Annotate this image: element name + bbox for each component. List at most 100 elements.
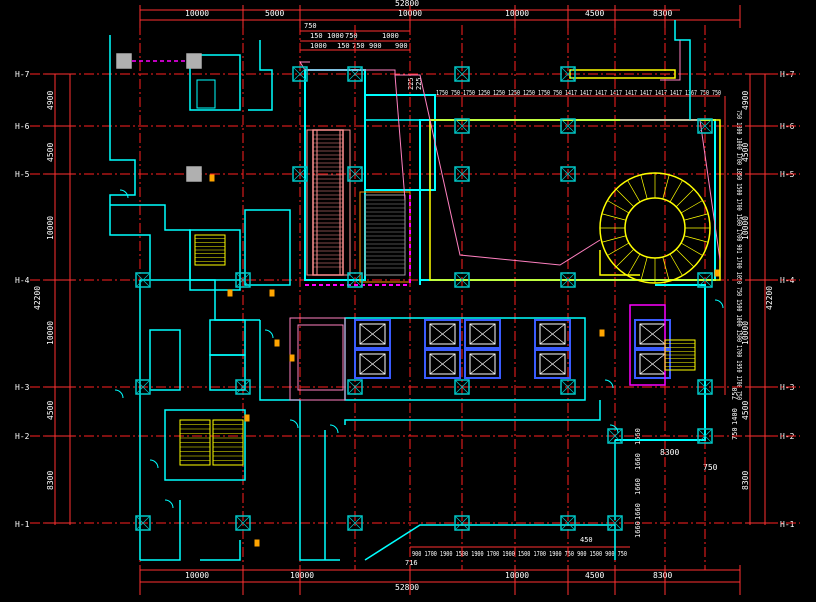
structural-column xyxy=(560,166,576,182)
column-hatch xyxy=(347,515,363,531)
structural-column xyxy=(235,379,251,395)
restroom-block xyxy=(244,209,291,286)
right-vertical-subdims: 750 1800 1000 1700 1050 1500 1700 1500 1… xyxy=(724,96,743,400)
structural-column xyxy=(697,428,713,444)
structural-column xyxy=(235,272,251,288)
axis-left-h1: H-1 xyxy=(15,520,30,529)
spiral-tread xyxy=(615,248,635,268)
structural-column xyxy=(347,272,363,288)
elevator-cab xyxy=(429,323,456,345)
structural-column xyxy=(697,118,713,134)
right-total-dim: 42200 xyxy=(765,286,774,310)
structural-column xyxy=(560,515,576,531)
door-swing xyxy=(149,459,159,469)
door-swing xyxy=(114,389,124,399)
inner-dim-750: 750 xyxy=(703,463,718,472)
elevator-car xyxy=(464,349,501,379)
inner-vert-1660-3: 1660 xyxy=(634,478,642,495)
column-hatch xyxy=(292,66,308,82)
spiral-tread xyxy=(662,256,670,282)
elevator-car xyxy=(634,319,671,349)
left-corridor-wall xyxy=(259,320,300,401)
structural-column xyxy=(454,166,470,182)
axis-left-h4: H-4 xyxy=(15,276,30,285)
sub-dim-1000a: 1000 xyxy=(327,32,344,40)
top-dim-4: 10000 xyxy=(505,9,529,18)
left-dimension-chain: 4900 4500 10000 42200 10000 4500 8300 xyxy=(33,74,71,525)
spiral-tread xyxy=(675,248,695,268)
inner-vert-1660-5: 1660 xyxy=(634,521,642,538)
bottom-sub-716: 716 xyxy=(405,559,418,567)
escalator-rail-right xyxy=(339,129,351,276)
elevator-car xyxy=(354,349,391,379)
door-swing xyxy=(289,419,299,429)
left-room-a xyxy=(149,329,181,391)
elevator-x xyxy=(359,323,386,345)
structural-column xyxy=(560,272,576,288)
column-hatch xyxy=(454,166,470,182)
bottom-dim-4: 4500 xyxy=(585,571,604,580)
column-hatch xyxy=(697,428,713,444)
spiral-tread xyxy=(627,253,641,276)
spiral-tread xyxy=(683,213,709,221)
column-hatch xyxy=(607,428,623,444)
grid-axis-labels-left: H-7 H-6 H-5 H-4 H-3 H-2 H-1 xyxy=(15,70,30,529)
inner-vert-1660-4: 1660 xyxy=(634,503,642,520)
spiral-tread xyxy=(680,242,703,256)
pink-line-top xyxy=(660,40,681,81)
structural-column xyxy=(186,53,202,69)
elevator-x xyxy=(429,353,456,375)
structural-column xyxy=(560,66,576,82)
structural-column xyxy=(347,379,363,395)
elevator-x xyxy=(429,323,456,345)
top-left-fixture xyxy=(196,79,216,109)
right-dim-4: 10000 xyxy=(741,321,750,345)
column-hatch xyxy=(235,272,251,288)
center-left-wall xyxy=(299,400,340,561)
elevator-car xyxy=(534,319,571,349)
column-hatch xyxy=(235,379,251,395)
elevator-x xyxy=(359,353,386,375)
door-marker xyxy=(209,174,215,182)
bottom-sub-dimension-chain: 900 1700 1900 1500 1900 1700 1900 1500 1… xyxy=(405,536,630,567)
structural-column xyxy=(454,118,470,134)
column-hatch xyxy=(697,379,713,395)
spiral-tread xyxy=(675,188,695,208)
elevator-cab xyxy=(469,353,496,375)
column-hatch xyxy=(560,166,576,182)
structural-column xyxy=(697,272,713,288)
left-bottom-wall xyxy=(140,500,181,561)
structural-column xyxy=(347,515,363,531)
stair-dimension-chain: 1750 750 1750 1250 1250 1250 1250 1750 7… xyxy=(435,89,721,97)
spiral-tread xyxy=(601,235,627,243)
spiral-tread xyxy=(601,213,627,221)
spiral-tread xyxy=(615,188,635,208)
top-dim-1: 10000 xyxy=(185,9,209,18)
spiral-tread xyxy=(683,235,709,243)
left-dim-3: 10000 xyxy=(46,216,55,240)
top-left-room xyxy=(189,54,241,111)
column-hatch xyxy=(560,118,576,134)
column-hatch xyxy=(454,118,470,134)
elevator-cab xyxy=(429,353,456,375)
door-swing xyxy=(609,424,619,434)
escalator-right xyxy=(364,194,406,276)
sub-dim-150b: 150 xyxy=(337,42,350,50)
structural-column xyxy=(347,66,363,82)
inner-vert-1660-2: 1660 xyxy=(634,453,642,470)
structural-column xyxy=(186,166,202,182)
elevator-cab xyxy=(469,323,496,345)
elevator-x xyxy=(539,323,566,345)
elevator-car xyxy=(464,319,501,349)
left-dim-5: 4500 xyxy=(46,401,55,420)
spiral-tread xyxy=(640,256,648,282)
right-dim-1: 4900 xyxy=(741,91,750,110)
structural-column xyxy=(560,379,576,395)
left-dim-2: 4500 xyxy=(46,143,55,162)
structural-column xyxy=(607,428,623,444)
structural-column xyxy=(235,515,251,531)
structural-column xyxy=(135,379,151,395)
door-marker xyxy=(254,539,260,547)
